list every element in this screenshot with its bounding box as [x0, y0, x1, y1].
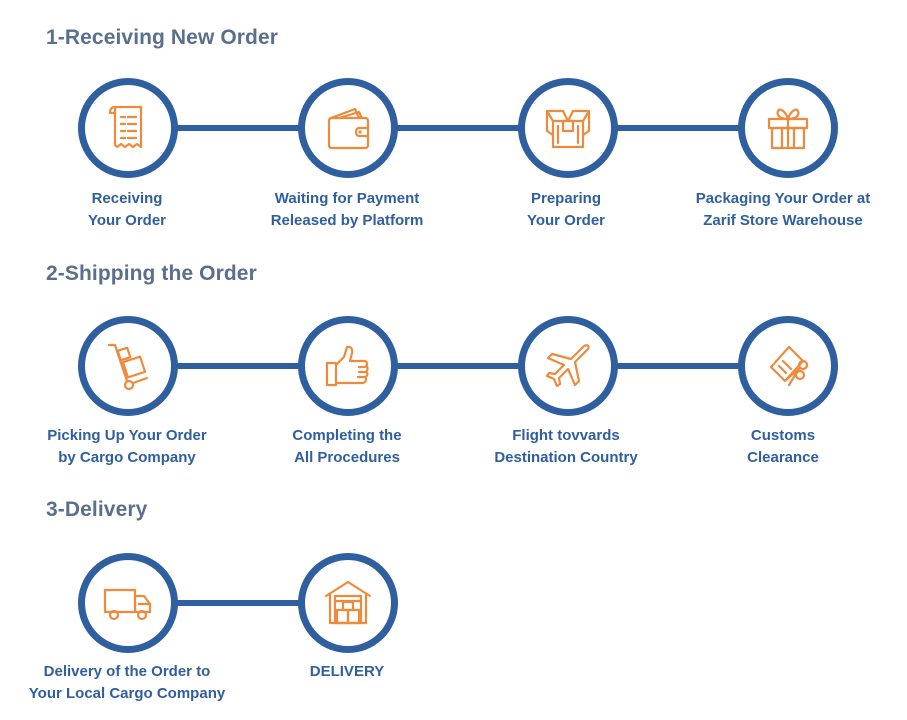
- customs-ticket-icon: [759, 337, 817, 395]
- step-label-line: by Cargo Company: [58, 449, 196, 466]
- step-circle: [738, 316, 838, 416]
- step-label-line: Delivery of the Order to: [43, 663, 211, 680]
- step-node: [78, 553, 178, 653]
- step-label-line: Your Local Cargo Company: [28, 685, 226, 702]
- open-box-icon: [539, 99, 597, 157]
- step-circle: [298, 553, 398, 653]
- step-label-line: Completing the: [292, 427, 402, 444]
- connector-line: [170, 363, 740, 369]
- delivery-steps-row: [0, 553, 907, 653]
- step-label: Completing the All Procedures: [227, 425, 467, 469]
- receipt-icon: [99, 99, 157, 157]
- delivery-truck-icon: [99, 574, 157, 632]
- step-label-line: DELIVERY: [309, 663, 385, 680]
- receiving-steps-row: [0, 78, 907, 178]
- thumbs-up-icon: [319, 337, 377, 395]
- step-label-line: Packaging Your Order at: [695, 190, 871, 207]
- step-label-line: Your Order: [87, 212, 167, 229]
- section-title-shipping: 2-Shipping the Order: [46, 262, 257, 285]
- step-label-line: Clearance: [747, 449, 819, 466]
- step-label: Flight tovvards Destination Country: [446, 425, 686, 469]
- step-circle: [518, 78, 618, 178]
- step-circle: [78, 78, 178, 178]
- step-node: [298, 316, 398, 416]
- connector-line: [170, 125, 740, 131]
- step-circle: [298, 78, 398, 178]
- airplane-icon: [539, 337, 597, 395]
- section-title-delivery: 3-Delivery: [46, 498, 148, 521]
- step-label: DELIVERY: [227, 661, 467, 683]
- step-label-line: Zarif Store Warehouse: [703, 212, 863, 229]
- wallet-icon: [319, 99, 377, 157]
- step-node: [518, 316, 618, 416]
- step-label: Receiving Your Order: [7, 188, 247, 232]
- step-label-line: Released by Platform: [270, 212, 424, 229]
- step-node: [298, 553, 398, 653]
- hand-truck-icon: [99, 337, 157, 395]
- step-label: Customs Clearance: [663, 425, 903, 469]
- step-label-line: All Procedures: [294, 449, 400, 466]
- step-label: Packaging Your Order at Zarif Store Ware…: [663, 188, 903, 232]
- step-label: Delivery of the Order to Your Local Carg…: [7, 661, 247, 705]
- step-label: Waiting for Payment Released by Platform: [227, 188, 467, 232]
- step-label-line: Customs: [750, 427, 816, 444]
- section-title-receiving: 1-Receiving New Order: [46, 26, 279, 49]
- step-circle: [738, 78, 838, 178]
- step-node: [78, 78, 178, 178]
- step-label: Preparing Your Order: [446, 188, 686, 232]
- step-label-line: Waiting for Payment: [274, 190, 420, 207]
- step-circle: [298, 316, 398, 416]
- step-label: Picking Up Your Order by Cargo Company: [7, 425, 247, 469]
- step-node: [518, 78, 618, 178]
- step-label-line: Receiving: [91, 190, 163, 207]
- connector-line: [170, 600, 300, 606]
- step-node: [298, 78, 398, 178]
- step-node: [738, 316, 838, 416]
- step-circle: [78, 553, 178, 653]
- shipping-steps-row: [0, 316, 907, 416]
- step-label-line: Flight tovvards: [512, 427, 620, 444]
- step-node: [738, 78, 838, 178]
- step-circle: [518, 316, 618, 416]
- step-node: [78, 316, 178, 416]
- step-label-line: Destination Country: [494, 449, 638, 466]
- step-label-line: Preparing: [530, 190, 602, 207]
- step-label-line: Your Order: [526, 212, 606, 229]
- step-label-line: Picking Up Your Order: [47, 427, 207, 444]
- gift-box-icon: [759, 99, 817, 157]
- warehouse-icon: [319, 574, 377, 632]
- step-circle: [78, 316, 178, 416]
